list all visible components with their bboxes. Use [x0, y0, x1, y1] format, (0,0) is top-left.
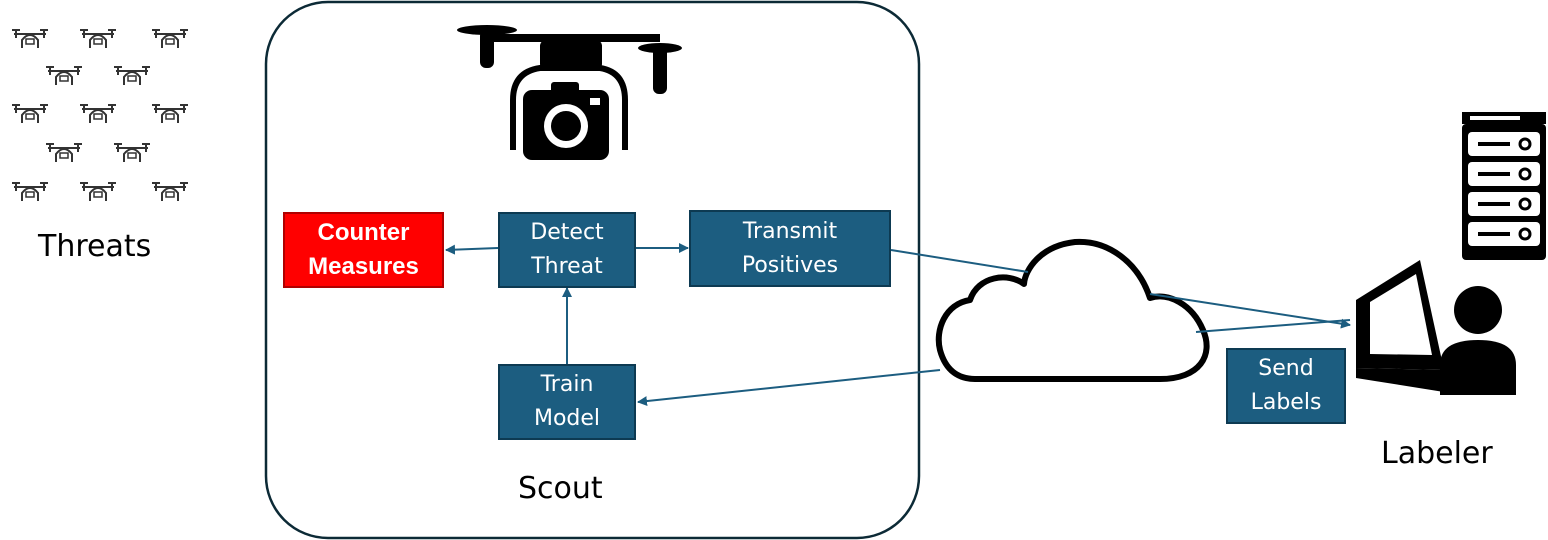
threats-label: Threats — [38, 229, 152, 264]
send-labels-box: Send Labels — [1226, 348, 1346, 424]
detect-threat-box: Detect Threat — [498, 212, 636, 288]
connectors — [445, 243, 1351, 407]
cloud-icon — [935, 238, 1210, 382]
counter-measures-box: Counter Measures — [283, 212, 444, 288]
laptop-user-icon — [1356, 260, 1516, 395]
scout-container — [264, 0, 921, 540]
server-icon — [1462, 112, 1546, 260]
transmit-positives-box: Transmit Positives — [689, 210, 891, 287]
labeler-label: Labeler — [1381, 436, 1493, 471]
scout-label: Scout — [518, 471, 603, 506]
train-model-box: Train Model — [498, 364, 636, 440]
drone-swarm-icon — [11, 29, 189, 202]
camera-drone-icon — [457, 25, 682, 160]
